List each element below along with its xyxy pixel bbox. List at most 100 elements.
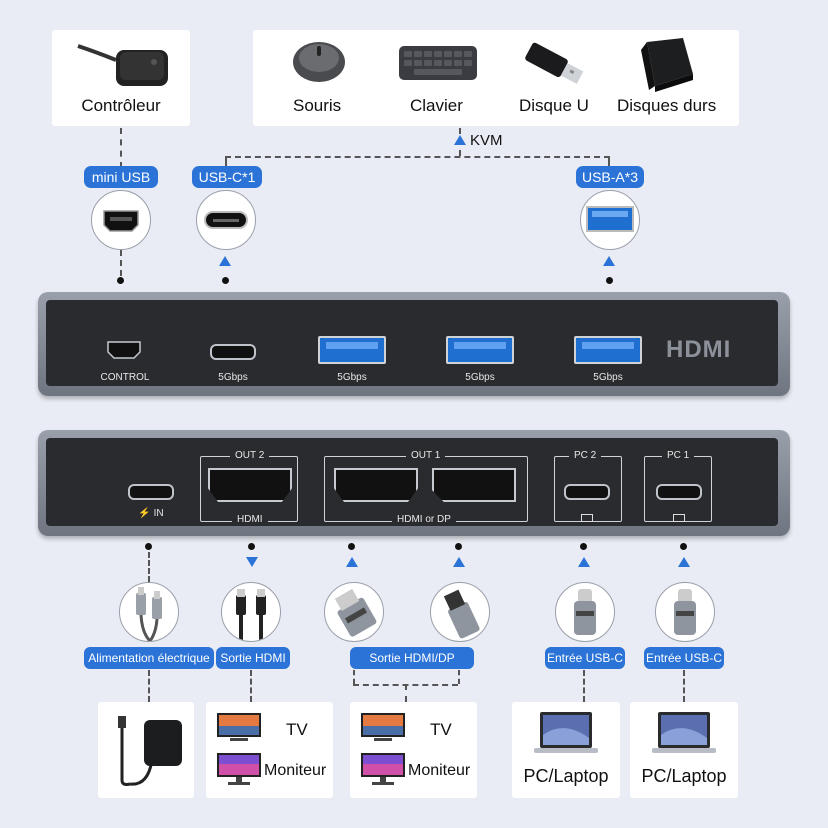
- sortie-hdmi-dp-pill: Sortie HDMI/DP: [350, 647, 474, 669]
- moniteur-label-1: Moniteur: [264, 762, 327, 779]
- front-usb-a-port-3: [574, 336, 642, 364]
- controller-line: [120, 128, 122, 168]
- out1-hdmi-dot: [348, 543, 355, 550]
- control-label: CONTROL: [100, 372, 150, 383]
- kvm-line-horizontal: [225, 156, 610, 158]
- mini-usb-line: [120, 250, 122, 276]
- kvm-label: KVM: [470, 132, 503, 149]
- out1-dp-dot: [455, 543, 462, 550]
- out2-hdmi-label: HDMI: [232, 514, 268, 525]
- kvm-back-panel: ⚡ IN OUT 2 HDMI OUT 1 HDMI or DP PC 2 PC…: [38, 430, 790, 536]
- entree-usbc-pill-2: Entrée USB-C: [644, 647, 724, 669]
- disque-u-label: Disque U: [519, 96, 589, 115]
- hdmi-dp-left-line: [353, 670, 355, 684]
- pc-laptop-label-1: PC/Laptop: [523, 766, 609, 786]
- power-adapter-card: [98, 702, 194, 798]
- speed-label-3: 5Gbps: [465, 372, 495, 383]
- hdmi-output-card: TV Moniteur: [206, 702, 333, 798]
- lightning-icon: ⚡: [138, 508, 151, 519]
- front-usb-a-port-1: [318, 336, 386, 364]
- souris-label: Souris: [293, 96, 342, 115]
- mini-usb-pill: mini USB: [84, 166, 158, 188]
- hdmi-adapter-icon: [334, 588, 377, 637]
- pc1-dot: [680, 543, 687, 550]
- in-label: ⚡ IN: [126, 508, 176, 519]
- front-usb-c-port: [210, 344, 256, 360]
- back-face: ⚡ IN OUT 2 HDMI OUT 1 HDMI or DP PC 2 PC…: [46, 438, 778, 526]
- tv-icon-1: [217, 713, 261, 741]
- speed-label-2: 5Gbps: [337, 372, 367, 383]
- pc2-arrow: [578, 557, 590, 567]
- pc1-cable-circle: [655, 582, 715, 642]
- power-cable-circle: [119, 582, 179, 642]
- pc2-monitor-icon: [581, 514, 593, 522]
- peripherals-card: Souris Clavier Disque U Disques durs: [253, 30, 739, 126]
- usb-c-plug-icon-2: [674, 589, 696, 635]
- mouse-icon: [293, 42, 345, 82]
- pc2-label: PC 2: [569, 450, 602, 461]
- usb-c-arrow: [219, 256, 231, 266]
- pc2-cable-circle: [555, 582, 615, 642]
- entree-usbc-pill-1: Entrée USB-C: [545, 647, 625, 669]
- mini-usb-port: [107, 341, 141, 359]
- dp-adapter-circle: [430, 582, 490, 642]
- hdmi-dp-right-line: [458, 670, 460, 684]
- mini-usb-dot: [117, 277, 124, 284]
- monitor-icon-1: [217, 753, 261, 785]
- controller-icon: [77, 44, 168, 86]
- usb-c-icon: [204, 211, 248, 229]
- monitor-icon-2: [361, 753, 405, 785]
- alimentation-pill: Alimentation électrique: [84, 647, 214, 669]
- hdmi-or-dp-label: HDMI or DP: [392, 514, 456, 525]
- power-adapter-icon: [118, 716, 182, 786]
- power-usb-c-port: [128, 484, 174, 500]
- usb-c-dot: [222, 277, 229, 284]
- out1-dp-arrow: [453, 557, 465, 567]
- moniteur-label-2: Moniteur: [408, 762, 471, 779]
- pc-laptop-label-2: PC/Laptop: [641, 766, 727, 786]
- sortie-hdmi-pill: Sortie HDMI: [216, 647, 290, 669]
- hdmi-dp-output-card: TV Moniteur: [350, 702, 477, 798]
- usb-c-port-circle: [196, 190, 256, 250]
- kvm-line-left: [225, 156, 227, 168]
- controller-card: Contrôleur: [52, 30, 190, 126]
- mini-usb-icon: [103, 210, 139, 232]
- usb-a-arrow: [603, 256, 615, 266]
- front-usb-a-port-2: [446, 336, 514, 364]
- usb-c-cable-icon: [136, 587, 162, 641]
- pc2-dot: [580, 543, 587, 550]
- power-dot: [145, 543, 152, 550]
- usb-drive-icon: [525, 42, 584, 84]
- hdmi-cable-circle: [221, 582, 281, 642]
- usb-c-plug-icon-1: [574, 589, 596, 635]
- kvm-front-panel: CONTROL 5Gbps 5Gbps 5Gbps 5Gbps HDMI: [38, 292, 790, 396]
- hdmi-adapter-circle: [324, 582, 384, 642]
- alimentation-line: [148, 670, 150, 702]
- laptop-icon-2: [652, 712, 716, 753]
- usb-a-dot: [606, 277, 613, 284]
- pc1-arrow: [678, 557, 690, 567]
- out2-hdmi-port: [208, 468, 292, 502]
- speed-label-4: 5Gbps: [593, 372, 623, 383]
- power-line: [148, 552, 150, 582]
- pc1-label: PC 1: [662, 450, 695, 461]
- kvm-arrow: [454, 135, 466, 145]
- tv-label-2: TV: [430, 720, 452, 739]
- out1-hdmi-port: [334, 468, 418, 502]
- pc-laptop-card-2: PC/Laptop: [630, 702, 738, 798]
- hdmi-cable-icon: [236, 589, 266, 641]
- mini-usb-port-circle: [91, 190, 151, 250]
- disques-durs-label: Disques durs: [617, 96, 717, 115]
- sortie-hdmi-line: [250, 670, 252, 702]
- pc2-usb-c-port: [564, 484, 610, 500]
- dp-adapter-icon: [443, 589, 480, 639]
- speed-label-1: 5Gbps: [218, 372, 248, 383]
- pc-laptop-card-1: PC/Laptop: [512, 702, 620, 798]
- tv-label-1: TV: [286, 720, 308, 739]
- controleur-label: Contrôleur: [81, 96, 161, 115]
- hdmi-dp-down-line: [405, 684, 407, 702]
- pc1-line: [683, 670, 685, 702]
- laptop-icon-1: [534, 712, 598, 753]
- pc1-monitor-icon: [673, 514, 685, 522]
- usb-a-port-circle: [580, 190, 640, 250]
